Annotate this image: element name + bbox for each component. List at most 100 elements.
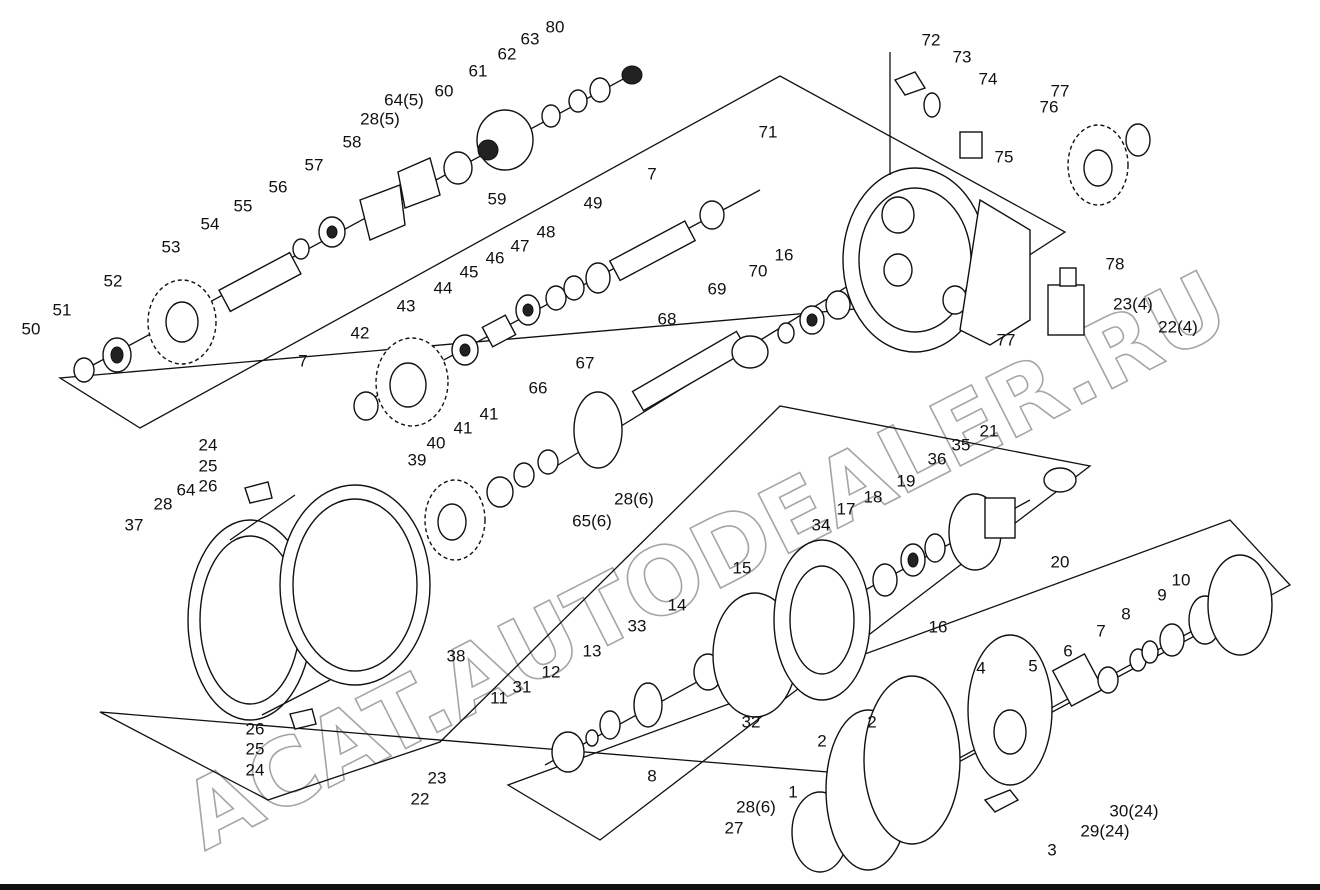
part-label-23-4: 23(4) [1113, 294, 1153, 313]
part-label-41b: 41 [454, 418, 473, 437]
callout-labels: 806362616064(5)28(5)58575956555453525150… [22, 17, 1198, 859]
part-label-57: 57 [305, 155, 324, 174]
part-label-53: 53 [162, 237, 181, 256]
part-label-63: 63 [521, 29, 540, 48]
lower-middle-assembly [544, 467, 1077, 773]
part-label-39: 39 [408, 450, 427, 469]
part-label-75: 75 [995, 147, 1014, 166]
part-label-8b: 8 [1121, 604, 1130, 623]
part-label-35: 35 [952, 435, 971, 454]
part-label-69: 69 [708, 279, 727, 298]
part-label-10: 10 [1172, 570, 1191, 589]
part-label-66: 66 [529, 378, 548, 397]
part-label-13: 13 [583, 641, 602, 660]
lower-right-assembly [791, 554, 1273, 873]
part-label-48: 48 [537, 222, 556, 241]
part-label-24a: 24 [199, 435, 218, 454]
part-label-4: 4 [976, 658, 985, 677]
part-label-17: 17 [837, 499, 856, 518]
part-label-12: 12 [542, 662, 561, 681]
part-label-27: 27 [725, 818, 744, 837]
part-label-26b: 26 [246, 719, 265, 738]
part-label-37: 37 [125, 515, 144, 534]
part-label-70: 70 [749, 261, 768, 280]
part-label-64-5: 64(5) [384, 90, 424, 109]
part-label-59: 59 [488, 189, 507, 208]
part-label-19: 19 [897, 471, 916, 490]
part-label-24b: 24 [246, 760, 265, 779]
part-label-50: 50 [22, 319, 41, 338]
part-label-64: 64 [177, 480, 196, 499]
part-label-72: 72 [922, 30, 941, 49]
part-label-25b: 25 [246, 739, 265, 758]
part-label-31: 31 [513, 677, 532, 696]
part-label-18: 18 [864, 487, 883, 506]
part-label-76: 76 [1040, 97, 1059, 116]
part-label-2a: 2 [867, 712, 876, 731]
part-label-25a: 25 [199, 456, 218, 475]
part-label-55: 55 [234, 196, 253, 215]
part-label-28a: 28 [154, 494, 173, 513]
part-label-52: 52 [104, 271, 123, 290]
part-label-80: 80 [546, 17, 565, 36]
part-label-8a: 8 [647, 766, 656, 785]
part-label-56: 56 [269, 177, 288, 196]
part-label-6: 6 [1063, 641, 1072, 660]
part-label-43: 43 [397, 296, 416, 315]
part-label-34: 34 [812, 515, 831, 534]
part-label-30-24: 30(24) [1109, 801, 1158, 820]
part-label-49: 49 [584, 193, 603, 212]
part-label-36: 36 [928, 449, 947, 468]
part-label-20: 20 [1051, 552, 1070, 571]
part-label-68: 68 [658, 309, 677, 328]
part-label-38: 38 [447, 646, 466, 665]
upper-left-shaft-assembly [73, 65, 643, 383]
part-label-21: 21 [980, 421, 999, 440]
part-label-11: 11 [490, 688, 508, 707]
part-label-16a: 16 [775, 245, 794, 264]
part-label-77a: 77 [1051, 81, 1070, 100]
part-label-62: 62 [498, 44, 517, 63]
middle-shaft-assembly [353, 189, 891, 471]
part-label-1: 1 [788, 782, 797, 801]
part-label-78: 78 [1106, 254, 1125, 273]
part-label-51: 51 [53, 300, 72, 319]
part-label-28-5: 28(5) [360, 109, 400, 128]
part-label-14: 14 [668, 595, 687, 614]
part-label-44: 44 [434, 278, 453, 297]
part-label-40: 40 [427, 433, 446, 452]
part-label-3: 3 [1047, 840, 1056, 859]
part-label-46: 46 [486, 248, 505, 267]
part-label-45: 45 [460, 262, 479, 281]
part-label-28-6b: 28(6) [736, 797, 776, 816]
part-label-41a: 41 [480, 404, 499, 423]
part-label-42: 42 [351, 323, 370, 342]
part-label-7c: 7 [1096, 621, 1105, 640]
part-label-15: 15 [733, 558, 752, 577]
part-label-22: 22 [411, 789, 430, 808]
part-label-74: 74 [979, 69, 998, 88]
part-label-77b: 77 [997, 330, 1016, 349]
part-label-32: 32 [742, 712, 761, 731]
part-label-16b: 16 [929, 617, 948, 636]
part-label-2b: 2 [817, 731, 826, 750]
lower-left-housing-assembly [187, 449, 559, 730]
part-label-58: 58 [343, 132, 362, 151]
part-label-7b: 7 [298, 351, 307, 370]
part-label-23: 23 [428, 768, 447, 787]
part-label-22-4: 22(4) [1158, 317, 1198, 336]
part-label-9: 9 [1157, 585, 1166, 604]
part-label-60: 60 [435, 81, 454, 100]
part-label-54: 54 [201, 214, 220, 233]
part-label-26a: 26 [199, 476, 218, 495]
part-label-65-6: 65(6) [572, 511, 612, 530]
part-label-71: 71 [759, 122, 778, 141]
bottom-border [0, 884, 1320, 890]
part-label-28-6a: 28(6) [614, 489, 654, 508]
part-label-67: 67 [576, 353, 595, 372]
part-label-47: 47 [511, 236, 530, 255]
part-label-33: 33 [628, 616, 647, 635]
part-label-29-24: 29(24) [1080, 821, 1129, 840]
part-label-5: 5 [1028, 656, 1037, 675]
